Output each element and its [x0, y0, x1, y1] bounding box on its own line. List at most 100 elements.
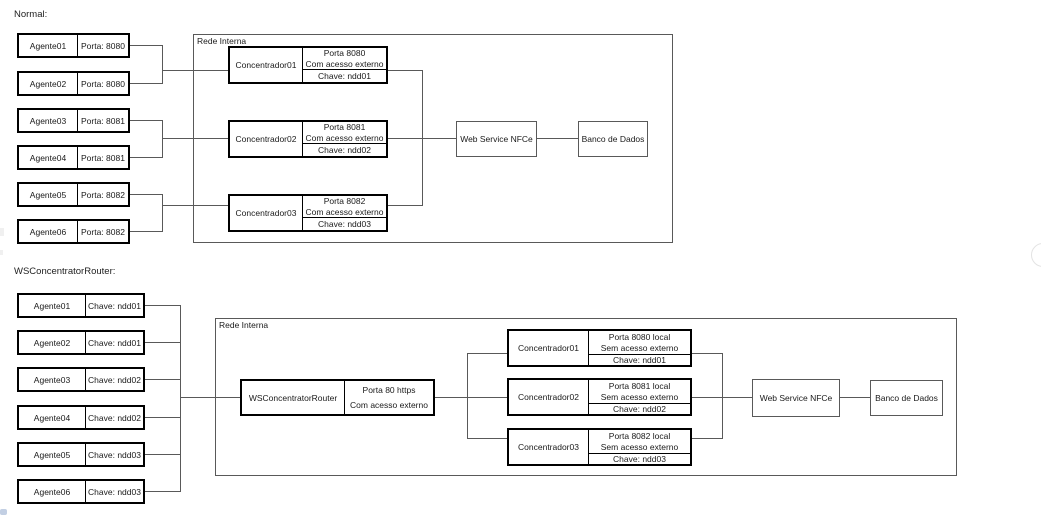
agent-port: Porta: 8081: [81, 152, 125, 163]
connector-line: [145, 342, 180, 343]
concentrator-access: Com acesso externo: [305, 58, 384, 69]
concentrator-key: Chave: ndd03: [303, 217, 386, 230]
concentrator-key: Chave: ndd01: [303, 69, 386, 82]
concentrator-name: Concentrador02: [230, 122, 303, 156]
concentrator-key: Chave: ndd02: [589, 403, 690, 414]
router-name: WSConcentratorRouter: [242, 381, 345, 414]
agent-box: Agente06 Chave: ndd03: [17, 479, 145, 504]
agent-name: Agente05: [19, 444, 86, 465]
agent-port: Porta: 8080: [81, 40, 125, 51]
router-port: Porta 80 https: [362, 385, 416, 396]
concentrator-port: Porta 8082: [323, 196, 366, 207]
connector-line: [145, 417, 180, 418]
agent-box: Agente03 Porta: 8081: [17, 108, 130, 133]
connector-line: [467, 397, 509, 398]
agent-key: Chave: ndd02: [88, 374, 141, 385]
concentrator-name: Concentrador03: [509, 430, 589, 464]
concentrator-port: Porta 8081 local: [608, 381, 671, 391]
web-service-box: Web Service NFCe: [752, 379, 840, 417]
connector-line: [388, 70, 422, 71]
concentrator-port: Porta 8082 local: [608, 431, 671, 441]
connector-line: [692, 353, 722, 354]
web-service-box: Web Service NFCe: [456, 121, 537, 157]
concentrator-port: Porta 8080: [323, 48, 366, 59]
concentrator-box: Concentrador02 Porta 8081 Com acesso ext…: [228, 120, 388, 158]
concentrator-box: Concentrador02 Porta 8081 local Sem aces…: [507, 378, 692, 416]
agent-key: Chave: ndd01: [88, 300, 141, 311]
concentrator-port: Porta 8080 local: [608, 332, 671, 342]
agent-port: Porta: 8082: [81, 226, 125, 237]
concentrator-port: Porta 8081: [323, 122, 366, 133]
connector-line: [162, 70, 230, 71]
connector-line: [692, 438, 722, 439]
connector-line: [162, 45, 163, 84]
concentrator-box: Concentrador03 Porta 8082 local Sem aces…: [507, 428, 692, 466]
corner-artifact: [0, 509, 7, 515]
concentrator-access: Sem acesso externo: [600, 442, 679, 452]
concentrator-box: Concentrador01 Porta 8080 Com acesso ext…: [228, 46, 388, 84]
agent-name: Agente02: [19, 332, 86, 353]
concentrator-key: Chave: ndd02: [303, 143, 386, 156]
connector-line: [145, 379, 180, 380]
concentrator-key: Chave: ndd01: [589, 354, 690, 365]
concentrator-access: Com acesso externo: [305, 132, 384, 143]
concentrator-box: Concentrador01 Porta 8080 local Sem aces…: [507, 329, 692, 367]
connector-line: [162, 205, 230, 206]
agent-box: Agente03 Chave: ndd02: [17, 367, 145, 392]
agent-box: Agente05 Chave: ndd03: [17, 442, 145, 467]
concentrator-name: Concentrador02: [509, 380, 589, 414]
agent-name: Agente05: [19, 184, 78, 205]
agent-box: Agente02 Chave: ndd01: [17, 330, 145, 355]
connector-line: [130, 157, 162, 158]
agent-box: Agente04 Porta: 8081: [17, 145, 130, 170]
connector-line: [692, 397, 754, 398]
agent-name: Agente03: [19, 110, 78, 131]
agent-box: Agente01 Chave: ndd01: [17, 293, 145, 318]
concentrator-key: Chave: ndd03: [589, 453, 690, 464]
concentrator-name: Concentrador03: [230, 196, 303, 230]
edge-circle-artifact: [1031, 243, 1041, 267]
agent-key: Chave: ndd02: [88, 412, 141, 423]
internal-network-label: Rede Interna: [197, 36, 247, 46]
agent-name: Agente01: [19, 295, 86, 316]
connector-line: [435, 397, 467, 398]
agent-box: Agente06 Porta: 8082: [17, 219, 130, 244]
agent-port: Porta: 8080: [81, 78, 125, 89]
normal-section-title: Normal:: [14, 9, 48, 20]
agent-name: Agente01: [19, 35, 78, 56]
connector-line: [840, 397, 872, 398]
agent-box: Agente05 Porta: 8082: [17, 182, 130, 207]
connector-line: [537, 138, 579, 139]
agent-box: Agente01 Porta: 8080: [17, 33, 130, 58]
agent-box: Agente04 Chave: ndd02: [17, 405, 145, 430]
connector-line: [388, 205, 422, 206]
connector-line: [467, 353, 468, 439]
concentrator-access: Sem acesso externo: [600, 392, 679, 402]
connector-line: [467, 438, 509, 439]
agent-name: Agente02: [19, 73, 78, 94]
internal-network-label: Rede Interna: [219, 320, 269, 330]
connector-line: [162, 120, 163, 158]
concentrator-name: Concentrador01: [230, 48, 303, 82]
connector-line: [162, 194, 163, 232]
connector-line: [145, 454, 180, 455]
connector-line: [467, 353, 509, 354]
concentrator-access: Com acesso externo: [305, 206, 384, 217]
agent-name: Agente04: [19, 407, 86, 428]
edge-smudge: [0, 228, 4, 236]
connector-line: [130, 83, 162, 84]
connector-line: [162, 138, 230, 139]
agent-name: Agente03: [19, 369, 86, 390]
connector-line: [388, 138, 458, 139]
agent-port: Porta: 8081: [81, 115, 125, 126]
ws-concentrator-router-box: WSConcentratorRouter Porta 80 https Com …: [240, 379, 435, 416]
concentrator-box: Concentrador03 Porta 8082 Com acesso ext…: [228, 194, 388, 232]
connector-line: [130, 45, 162, 46]
agent-key: Chave: ndd03: [88, 449, 141, 460]
connector-line: [180, 397, 242, 398]
router-access: Com acesso externo: [350, 399, 428, 410]
wsrouter-section-title: WSConcentratorRouter:: [14, 266, 116, 277]
connector-line: [130, 231, 162, 232]
agent-name: Agente06: [19, 221, 78, 242]
